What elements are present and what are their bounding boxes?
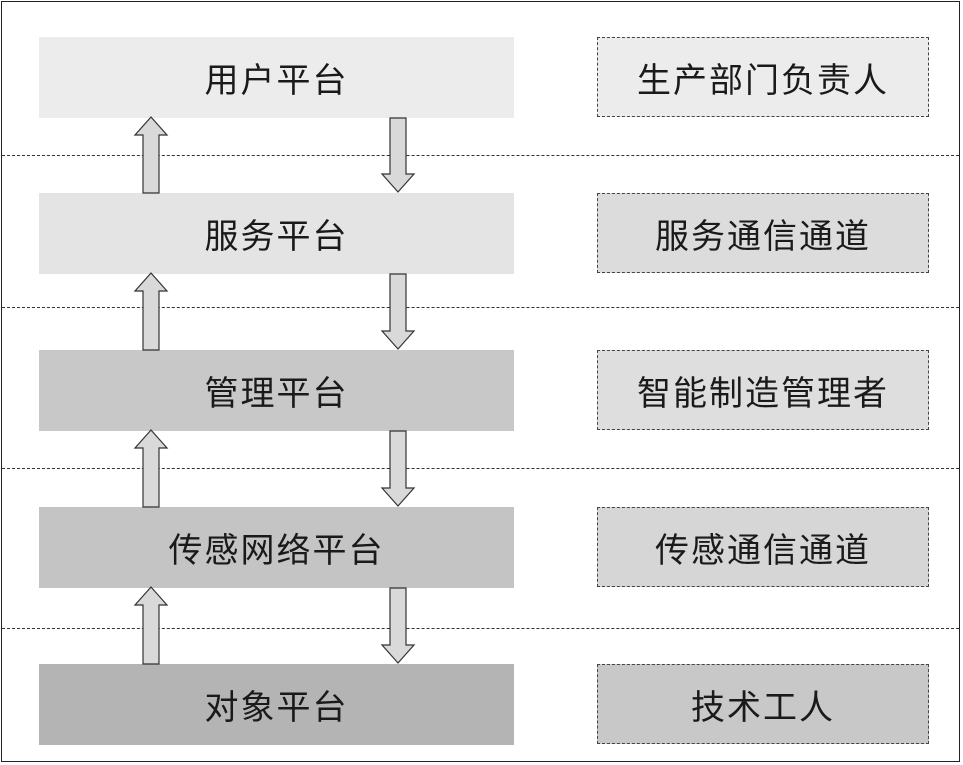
down-arrow-icon xyxy=(380,587,416,664)
role-service-channel: 服务通信通道 xyxy=(597,193,929,273)
platform-object: 对象平台 xyxy=(39,664,514,745)
role-technician-label: 技术工人 xyxy=(691,687,835,728)
role-service-channel-label: 服务通信通道 xyxy=(655,216,871,257)
down-arrow-icon xyxy=(380,273,416,350)
up-arrow-icon xyxy=(133,586,169,665)
layer-divider xyxy=(2,307,959,308)
platform-user: 用户平台 xyxy=(39,37,514,118)
up-arrow-icon xyxy=(133,116,169,194)
layer-divider xyxy=(2,468,959,469)
platform-service: 服务平台 xyxy=(39,193,514,274)
platform-management: 管理平台 xyxy=(39,350,514,431)
role-manufacturing-manager: 智能制造管理者 xyxy=(597,350,929,430)
layer-divider xyxy=(2,155,959,156)
role-production-head-label: 生产部门负责人 xyxy=(637,60,889,101)
platform-service-label: 服务平台 xyxy=(204,217,349,257)
role-sensor-channel: 传感通信通道 xyxy=(597,507,929,587)
role-sensor-channel-label: 传感通信通道 xyxy=(655,530,871,571)
up-arrow-icon xyxy=(133,272,169,351)
up-arrow-icon xyxy=(133,429,169,508)
role-manufacturing-manager-label: 智能制造管理者 xyxy=(637,373,889,414)
platform-object-label: 对象平台 xyxy=(204,688,349,728)
layer-divider xyxy=(2,628,959,629)
down-arrow-icon xyxy=(380,117,416,193)
role-technician: 技术工人 xyxy=(597,664,929,744)
role-production-head: 生产部门负责人 xyxy=(597,37,929,117)
platform-user-label: 用户平台 xyxy=(204,61,349,101)
platform-sensor-network: 传感网络平台 xyxy=(39,507,514,588)
platform-sensor-network-label: 传感网络平台 xyxy=(168,531,385,571)
down-arrow-icon xyxy=(380,430,416,507)
platform-management-label: 管理平台 xyxy=(204,374,349,414)
